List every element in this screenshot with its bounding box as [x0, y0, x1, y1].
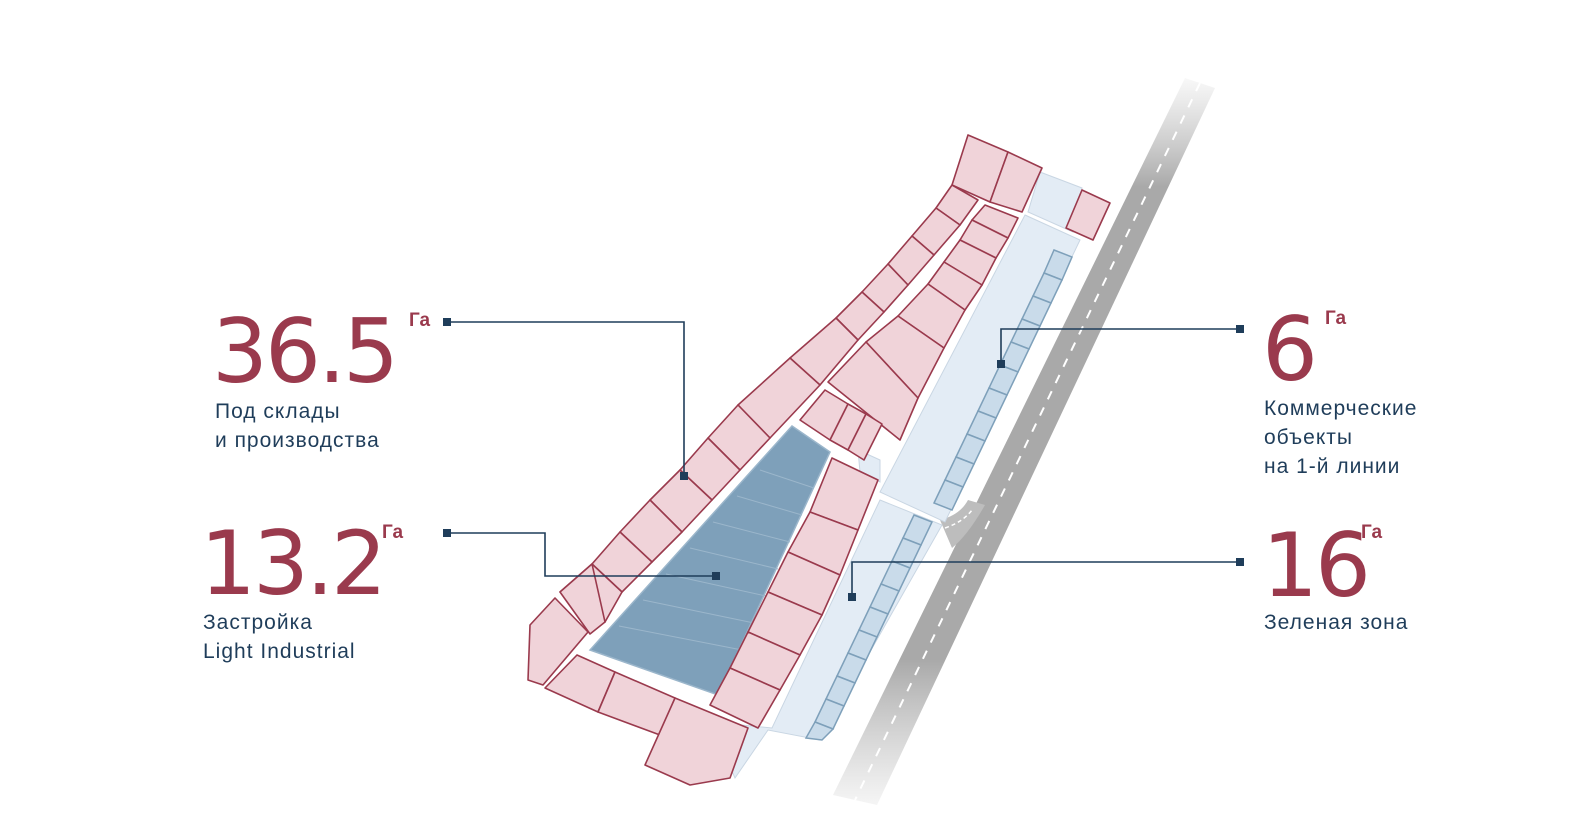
marker-green-zone-label	[1236, 558, 1244, 566]
leader-line-warehouses	[447, 321, 685, 476]
green-zone-north	[1027, 171, 1083, 233]
stat-unit-light-industrial: Га	[382, 522, 404, 543]
stat-label-light-industrial: Застройка Light Industrial	[203, 608, 356, 666]
label-line: и производства	[215, 429, 380, 452]
green-zone	[709, 171, 1083, 780]
label-line: на 1-й линии	[1264, 455, 1401, 478]
stat-value-green-zone: 16	[1262, 514, 1371, 617]
label-line: Зеленая зона	[1264, 611, 1409, 634]
marker-light-industrial-label	[443, 529, 451, 537]
label-line: Застройка	[203, 611, 313, 634]
warehouse-plots	[527, 134, 1111, 786]
marker-warehouses-label	[443, 318, 451, 326]
stat-value-commercial: 6	[1262, 298, 1318, 401]
leader-markers	[443, 318, 1244, 601]
leader-lines	[447, 321, 1240, 597]
leader-line-commercial	[1000, 328, 1240, 364]
highway-center-line	[854, 82, 1201, 801]
highway	[833, 78, 1215, 805]
commercial-plots	[804, 249, 1073, 741]
marker-green-zone-plot	[848, 593, 856, 601]
green-zone-corridor	[879, 214, 1081, 523]
junction-marking	[944, 509, 973, 529]
label-line: Коммерческие	[1264, 397, 1418, 420]
highway-junction	[940, 500, 985, 548]
highway-surface	[833, 78, 1215, 805]
stat-unit-warehouses: Га	[409, 310, 431, 331]
leader-line-green-zone	[851, 561, 1240, 597]
stat-unit-commercial: Га	[1325, 308, 1347, 329]
label-line: Под склады	[215, 400, 341, 423]
stat-value-light-industrial: 13.2	[200, 512, 387, 615]
marker-light-industrial-plot	[712, 572, 720, 580]
stat-label-commercial: Коммерческие объекты на 1-й линии	[1264, 394, 1417, 481]
stat-unit-green-zone: Га	[1361, 522, 1383, 543]
stat-label-warehouses: Под склады и производства	[215, 397, 380, 455]
leader-line-light-industrial	[447, 532, 716, 577]
label-line: объекты	[1264, 426, 1353, 449]
label-line: Light Industrial	[203, 640, 356, 663]
green-zone-south	[709, 499, 943, 780]
stat-value-warehouses: 36.5	[212, 300, 399, 403]
marker-commercial-label	[1236, 325, 1244, 333]
marker-commercial-plot	[997, 360, 1005, 368]
stat-label-green-zone: Зеленая зона	[1264, 608, 1408, 637]
marker-warehouses-plot	[680, 472, 688, 480]
